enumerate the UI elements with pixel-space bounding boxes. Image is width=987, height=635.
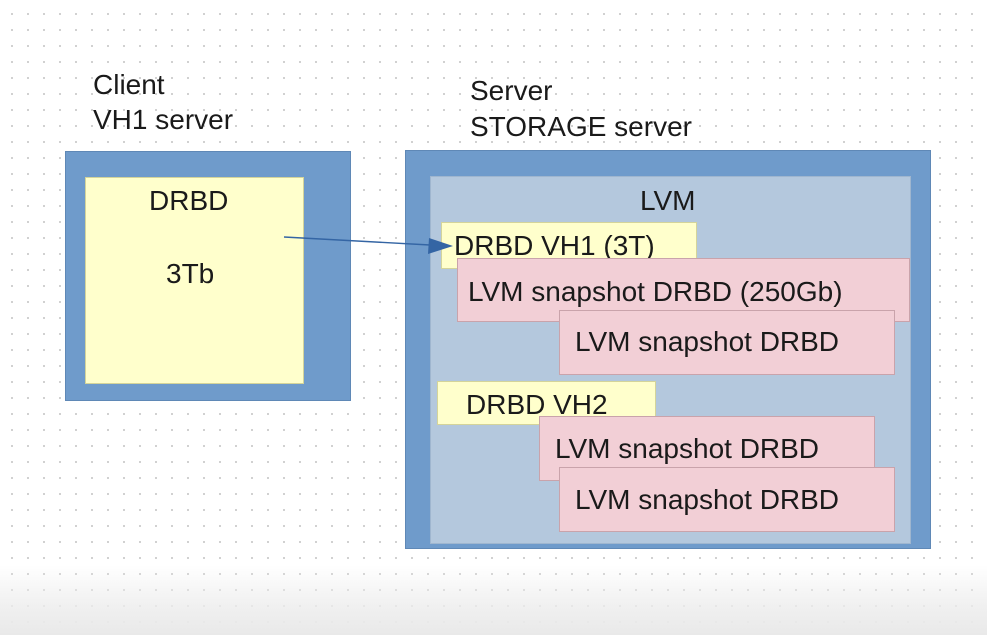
snapshot-vh2-second-label: LVM snapshot DRBD: [575, 484, 840, 515]
bottom-fade: [0, 565, 987, 635]
lvm-label: LVM: [640, 185, 696, 216]
snapshot-vh2-first-label: LVM snapshot DRBD: [555, 433, 820, 464]
snapshot-vh1-second-label: LVM snapshot DRBD: [575, 326, 840, 357]
replication-arrow-line: [283, 236, 431, 246]
server-heading-line2: STORAGE server: [470, 111, 692, 142]
snapshot-vh1-second-box: [559, 310, 895, 375]
drbd-vh1-label: DRBD VH1 (3T): [454, 230, 655, 261]
snapshot-250gb-label: LVM snapshot DRBD (250Gb): [468, 276, 843, 307]
client-heading-line1: Client: [93, 69, 165, 100]
client-drbd-box: [85, 177, 304, 384]
client-drbd-size: 3Tb: [166, 258, 215, 289]
replication-arrow-head: [428, 238, 453, 254]
drbd-vh2-label: DRBD VH2: [466, 389, 608, 420]
client-drbd-title: DRBD: [149, 185, 229, 216]
server-heading-line1: Server: [470, 75, 553, 106]
snapshot-vh2-second-box: [559, 467, 895, 532]
client-heading-line2: VH1 server: [93, 104, 234, 135]
